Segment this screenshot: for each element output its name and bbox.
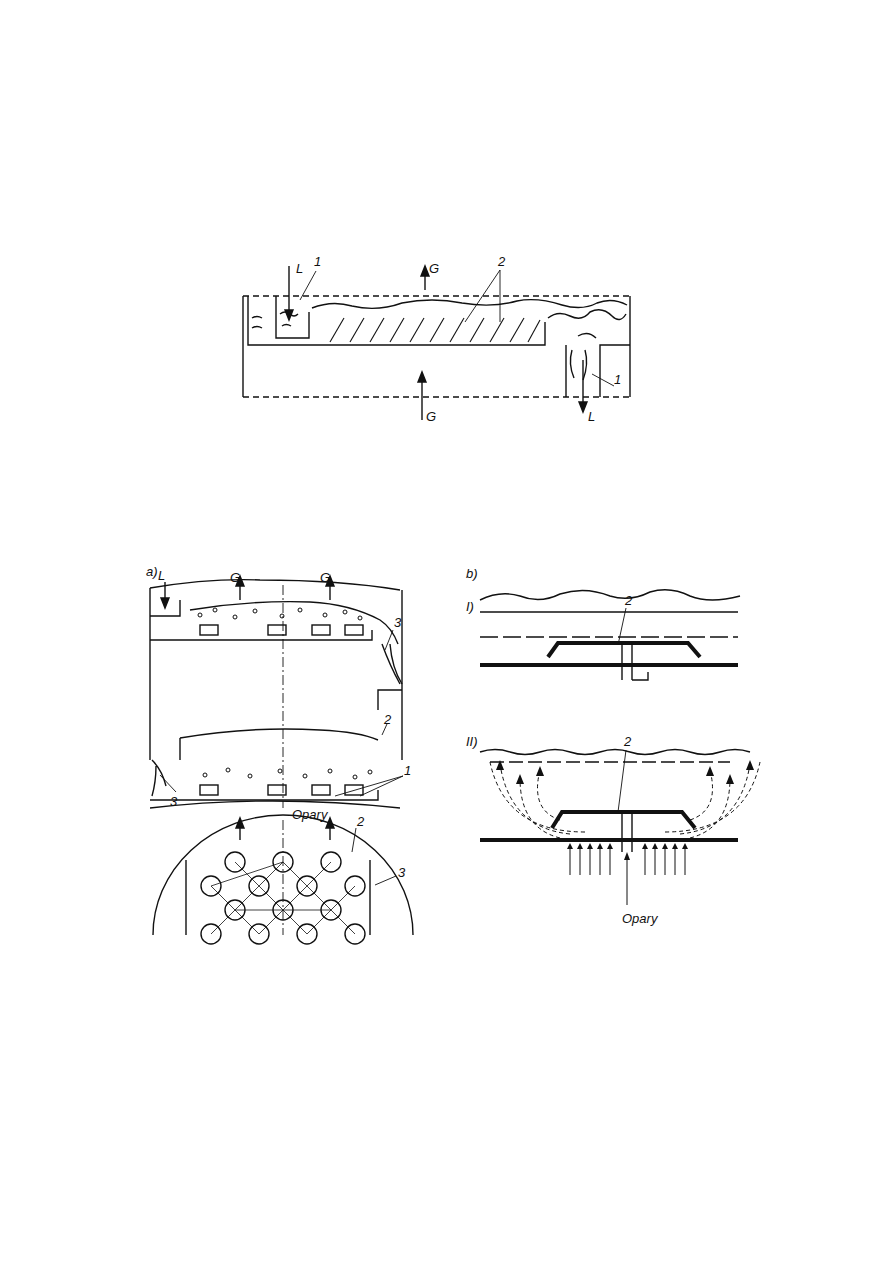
callout-label: 1 xyxy=(314,255,321,268)
callout-label: 2 xyxy=(498,255,505,268)
bubble-cap-detail xyxy=(480,590,760,905)
callout-label: G xyxy=(320,571,330,584)
callout-label: G xyxy=(426,410,436,423)
callout-label: L xyxy=(296,262,303,275)
callout-label: 2 xyxy=(624,735,631,748)
callout-label: a) xyxy=(146,565,158,578)
flow-label: Opary xyxy=(622,912,657,925)
bubble-cap-column xyxy=(150,576,413,944)
callout-label: 3 xyxy=(398,866,405,879)
callout-label: II) xyxy=(466,735,478,748)
callout-label: I) xyxy=(466,600,474,613)
callout-label: 1 xyxy=(404,764,411,777)
callout-label: 1 xyxy=(614,373,621,386)
callout-label: b) xyxy=(466,567,478,580)
callout-label: L xyxy=(158,569,165,582)
callout-label: 3 xyxy=(394,616,401,629)
crossflow-tray xyxy=(243,266,630,420)
callout-label: 3 xyxy=(170,795,177,808)
callout-label: 2 xyxy=(357,815,364,828)
flow-label: Opary xyxy=(292,808,327,821)
callout-label: 2 xyxy=(384,713,391,726)
callout-label: 2 xyxy=(625,594,632,607)
callout-label: G xyxy=(429,262,439,275)
callout-label: L xyxy=(588,410,595,423)
callout-label: G xyxy=(230,571,240,584)
